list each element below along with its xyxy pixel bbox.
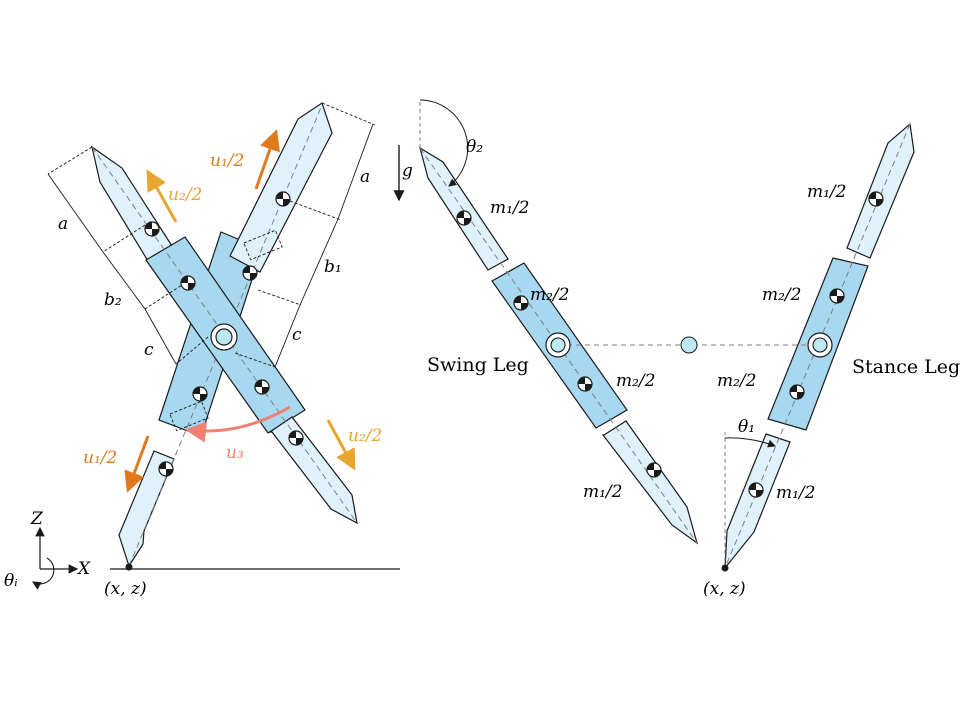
label-u3: u₃ [226,443,244,463]
leg-a-slot-upper [243,229,283,261]
com-marker [242,265,258,281]
com-marker [789,384,805,400]
stance-upper-link [846,122,915,259]
label-c-left: c [144,340,154,360]
axes-indicator [32,526,79,590]
label-origin-right: (x, z) [703,579,746,599]
label-m1-swing-top: m₁/2 [490,198,529,218]
label-c-right: c [292,325,302,345]
right-figure [393,99,915,572]
label-b1: b₁ [324,257,342,277]
dimension-lines-left [47,102,376,368]
com-marker [577,376,593,392]
stance-hip-joint [807,332,833,358]
label-u1-top: u₁/2 [210,151,244,171]
com-marker [158,461,174,477]
label-origin-left: (x, z) [104,579,147,599]
label-m1-stance-top: m₁/2 [807,182,846,202]
com-marker [748,482,764,498]
origin-point-right [721,564,729,572]
leg-a-shank [118,450,175,568]
com-marker [868,191,884,207]
theta2-arc [419,99,469,187]
label-axis-z: Z [30,509,44,529]
swing-hip-joint [545,332,571,358]
hip-mass [680,336,698,354]
u2-bottom-arrow [326,419,356,471]
u1-bottom-arrow [124,435,150,493]
label-m2-stance-bottom: m₂/2 [717,371,756,391]
label-theta-i: θᵢ [4,571,18,591]
leg-a-centerline [128,104,323,567]
left-figure [32,102,400,590]
label-m2-swing-top: m₂/2 [530,285,569,305]
label-axis-x: X [76,559,91,579]
com-marker [456,210,472,226]
u1-top-arrow [254,129,280,190]
hip-joint-left [210,323,238,351]
com-marker [254,379,270,395]
u3-torque-arrow [185,405,291,443]
label-theta1: θ₁ [738,417,755,437]
label-a-top: a [360,167,370,187]
label-m2-swing-bottom: m₂/2 [616,371,655,391]
com-marker [646,462,662,478]
label-m2-stance-top: m₂/2 [762,285,801,305]
label-m1-swing-bottom: m₁/2 [583,482,622,502]
com-marker [180,275,196,291]
u2-top-arrow [146,169,178,223]
theta1-arc [724,437,776,448]
label-u1-bottom: u₁/2 [83,448,117,468]
com-marker [275,191,291,207]
com-marker [192,386,208,402]
leg-a-slot-lower [169,400,209,432]
com-marker [144,221,160,237]
label-u2-top: u₂/2 [168,185,202,205]
com-markers [144,191,884,498]
swing-upper-link [419,146,509,271]
leg-b-shank [268,416,358,525]
stance-lower-link [724,433,791,570]
force-arrows-left [124,129,356,493]
label-u2-bottom: u₂/2 [348,426,382,446]
label-a-left: a [58,214,68,234]
label-stance-leg: Stance Leg [852,356,960,378]
com-marker [288,430,304,446]
origin-point-left [125,563,133,571]
com-marker [829,288,845,304]
label-theta2: θ₂ [466,137,483,157]
com-marker [513,295,529,311]
label-swing-leg: Swing Leg [427,354,529,376]
label-g: g [402,161,413,181]
label-b2: b₂ [104,290,122,310]
label-m1-stance-bottom: m₁/2 [776,483,815,503]
